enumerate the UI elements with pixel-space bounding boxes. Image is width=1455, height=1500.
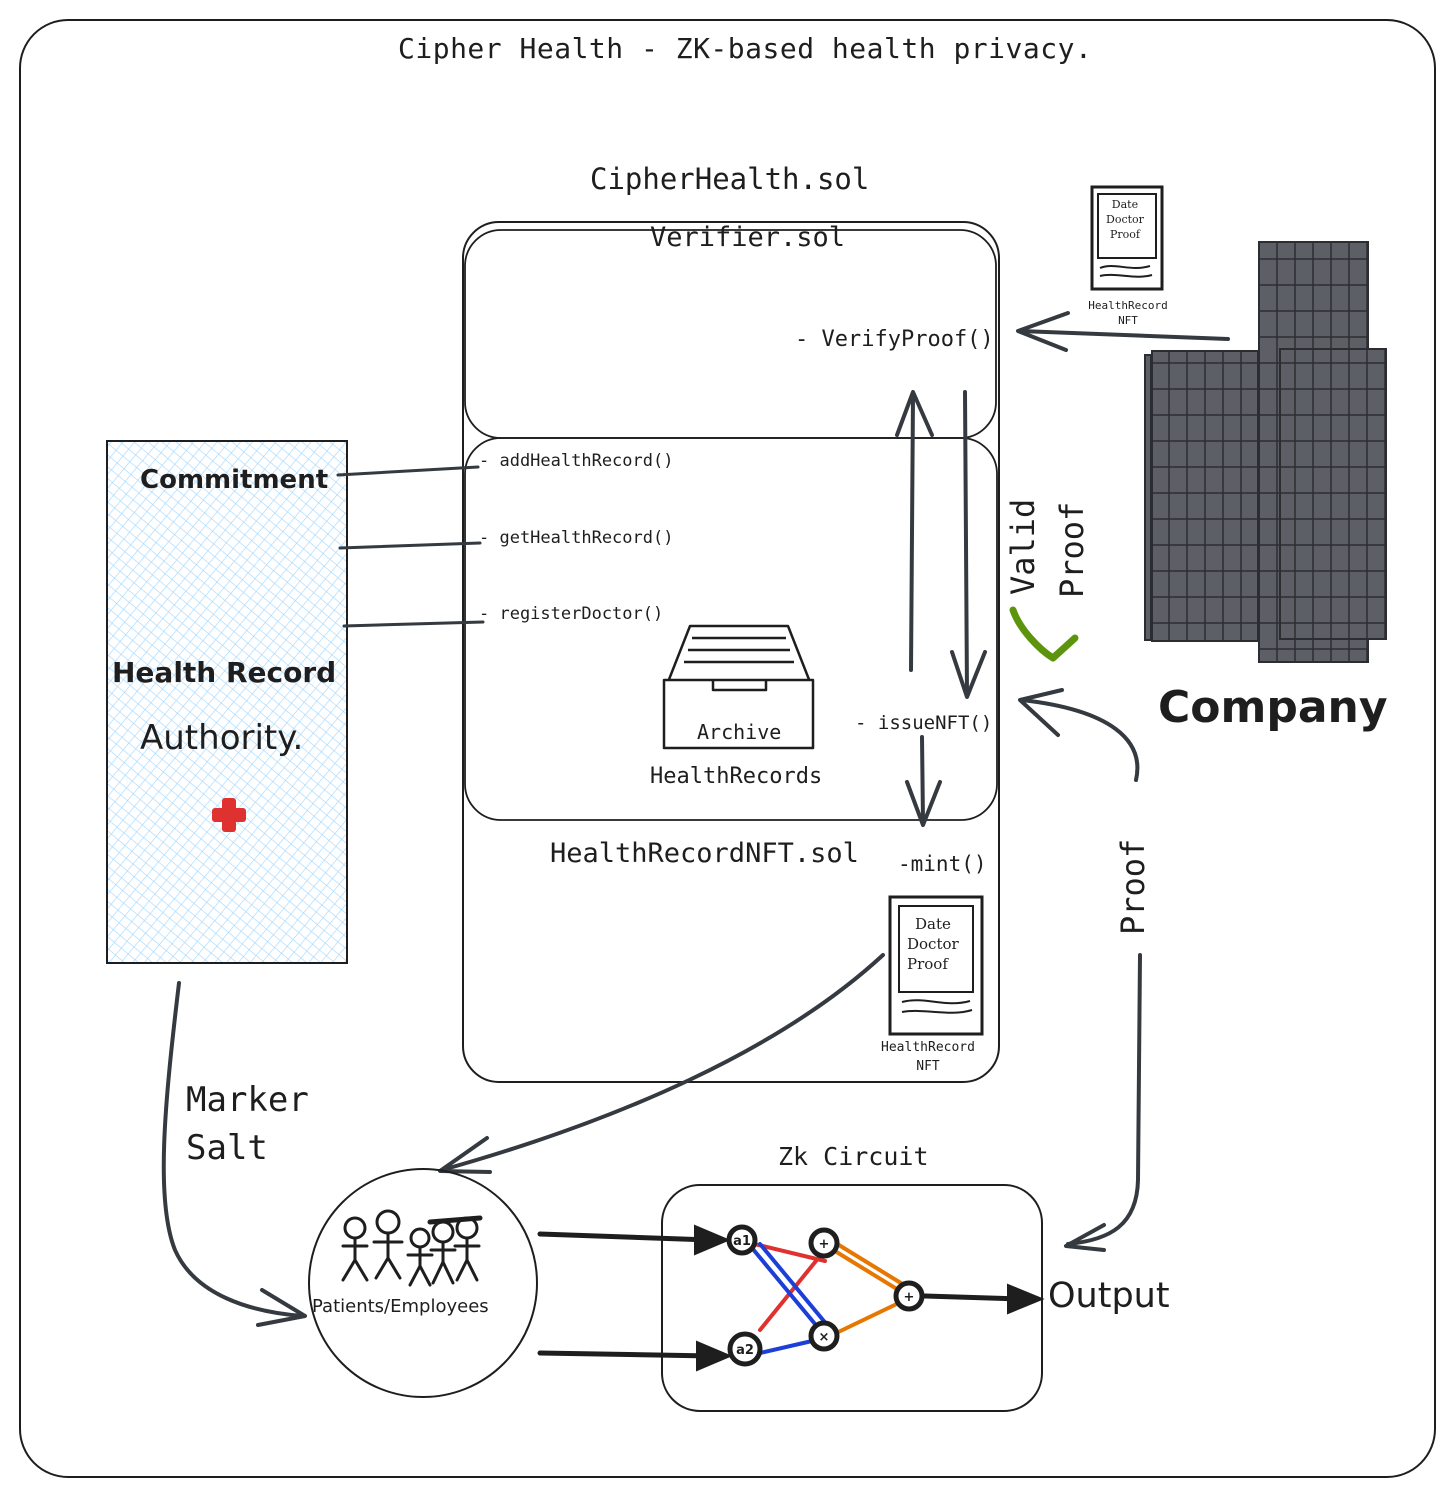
- register-doctor-connector: [342, 620, 485, 628]
- authority-name-line2: Authority.: [140, 718, 304, 758]
- wire-orange-times-plus: [828, 1298, 907, 1338]
- node-a2-label: a2: [736, 1343, 754, 1358]
- cipherhealth-contract-label: CipherHealth.sol: [590, 162, 870, 196]
- nft-card-small-icon: [1090, 185, 1164, 291]
- patients-circle: [308, 1168, 538, 1398]
- authority-panel: [106, 440, 348, 964]
- output-label: Output: [1048, 1276, 1170, 1316]
- archive-drawer-icon: [662, 624, 815, 750]
- functions-box: [464, 437, 998, 821]
- authority-name-line1: Health Record: [112, 656, 337, 689]
- arrow-proof-to-zk: [1066, 953, 1142, 1246]
- arrow-to-verifier: [909, 393, 915, 672]
- valid-proof-label: Proof: [1053, 502, 1091, 598]
- nft-card-small-caption: HealthRecord NFT: [1088, 299, 1168, 327]
- node-plus-2-label: +: [904, 1290, 915, 1305]
- verify-proof-function: - VerifyProof(): [795, 327, 994, 352]
- node-times: [808, 1320, 840, 1352]
- commitment-connector: [336, 465, 480, 477]
- node-times-label: ×: [819, 1330, 830, 1345]
- arrow-nft-to-patients: [440, 953, 885, 1172]
- get-record-function: - getHealthRecord(): [479, 528, 674, 548]
- marker-salt-label: Marker Salt: [186, 1080, 309, 1168]
- wire-blue-a1-times-2: [758, 1242, 830, 1328]
- commitment-label: Commitment: [140, 465, 329, 495]
- proof-label: Proof: [1114, 839, 1152, 935]
- zk-circuit-title: Zk Circuit: [778, 1142, 929, 1171]
- node-plus-1-label: +: [819, 1237, 830, 1252]
- node-plus-2: [893, 1280, 925, 1312]
- wire-orange-plus-plus: [828, 1246, 907, 1296]
- nft-contract-label: HealthRecordNFT.sol: [550, 838, 859, 869]
- input-arrow-a2: [537, 1350, 715, 1359]
- input-arrow-a1: [537, 1231, 713, 1243]
- office-buildings-icon: [1144, 241, 1387, 663]
- arrow-verifier-to-issue: [963, 390, 969, 697]
- arrow-proof-to-issue: [1020, 698, 1140, 782]
- output-arrow: [922, 1293, 1023, 1302]
- diagram-title: Cipher Health - ZK-based health privacy.: [398, 32, 1093, 65]
- nft-card-large-icon: [888, 895, 984, 1036]
- arrow-company-to-verifier: [1018, 329, 1230, 341]
- get-record-connector: [338, 541, 482, 550]
- valid-label: Valid: [1004, 499, 1042, 595]
- check-icon: [1009, 606, 1079, 662]
- arrow-issue-to-mint: [920, 735, 925, 824]
- wire-blue-a1-times: [750, 1246, 822, 1332]
- nft-card-large-text: Date Doctor Proof: [907, 915, 959, 973]
- patients-label: Patients/Employees: [312, 1296, 489, 1317]
- archive-label: Archive: [697, 720, 782, 744]
- node-a2: [727, 1331, 763, 1367]
- company-label: Company: [1158, 682, 1388, 733]
- node-a1: [726, 1224, 758, 1256]
- nft-card-large-caption: HealthRecord NFT: [881, 1040, 975, 1074]
- nft-card-small-text: Date Doctor Proof: [1106, 198, 1144, 241]
- arrow-authority-to-patients: [161, 981, 305, 1318]
- issue-nft-function: - issueNFT(): [855, 712, 993, 734]
- node-a1-label: a1: [733, 1234, 751, 1249]
- register-doctor-function: - registerDoctor(): [479, 604, 664, 624]
- add-record-function: - addHealthRecord(): [479, 451, 674, 471]
- verifier-contract-label: Verifier.sol: [650, 222, 846, 253]
- archive-caption: HealthRecords: [650, 764, 823, 789]
- outer-frame: [19, 19, 1436, 1478]
- wire-orange-plus-plus-2: [832, 1240, 911, 1290]
- cipherhealth-contract-box: [462, 221, 1000, 1083]
- node-plus-1: [808, 1227, 840, 1259]
- people-group-icon: [341, 1209, 483, 1287]
- mint-function: -mint(): [898, 852, 987, 876]
- red-cross-icon: [212, 798, 246, 832]
